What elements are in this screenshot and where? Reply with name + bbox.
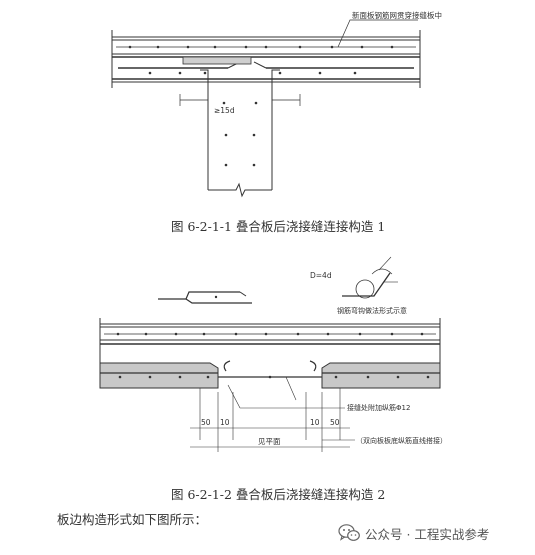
- figure1-dim-label: ≥15d: [214, 106, 235, 115]
- figure2-dim-left-10: 10: [220, 418, 230, 427]
- figure1-rebar-dots: [128, 45, 394, 167]
- figure2-dim-left-50: 50: [201, 418, 211, 427]
- watermark: 公众号 · 工程实战参考: [338, 521, 489, 545]
- figure1-caption: 图 6-2-1-1 叠合板后浇接缝连接构造 1: [171, 219, 386, 234]
- figure2-bend-note: 钢筋弯钩做法形式示意: [337, 306, 407, 315]
- figure2-bend-label: D=4d: [310, 271, 332, 280]
- footer-text: 板边构造形式如下图所示：: [57, 512, 208, 527]
- watermark-text: 公众号 · 工程实战参考: [365, 526, 490, 542]
- figure2-dim-right-50: 50: [330, 418, 340, 427]
- figure2-drawing: [99, 256, 441, 452]
- figure1-note: 新面板钢筋网贯穿接缝板中: [352, 10, 442, 20]
- figure2-caption: 图 6-2-1-2 叠合板后浇接缝连接构造 2: [171, 487, 386, 502]
- figure1-drawing: [111, 19, 421, 198]
- figure2-dim-right-10: 10: [310, 418, 320, 427]
- figure2-rebar-note: 接缝处附加纵筋Φ12: [347, 403, 410, 412]
- wechat-icon: [338, 524, 360, 541]
- figure2-bottom-note: （双向板板底纵筋直线搭接）: [356, 436, 447, 445]
- figure2-rebar-dots: [116, 295, 430, 379]
- figure2-width-label: 见平面: [258, 437, 281, 446]
